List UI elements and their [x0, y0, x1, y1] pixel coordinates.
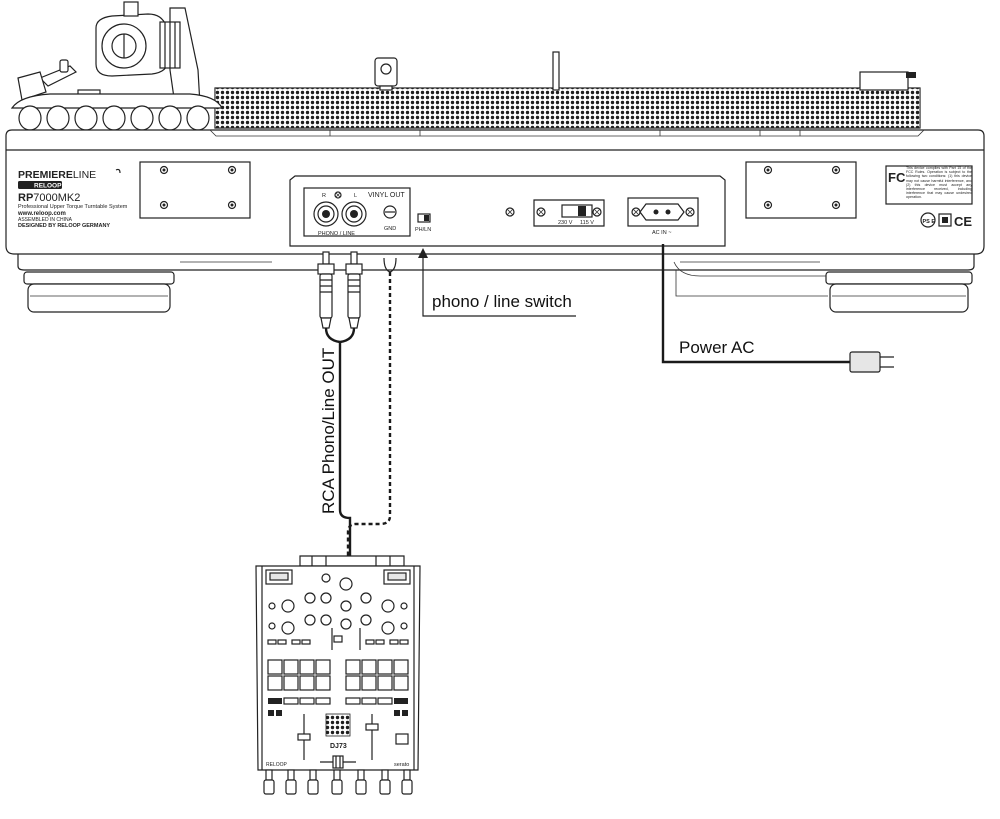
mode-buttons[interactable] — [268, 697, 408, 716]
class-ii-mark — [938, 213, 952, 227]
rear-io-panel: VINYL OUT R L GND PHONO / LINE — [289, 175, 726, 247]
callout-phono-line-switch: phono / line switch — [418, 248, 576, 317]
model-description: Professional Upper Torque Turntable Syst… — [18, 204, 128, 210]
platter-grille — [214, 87, 921, 129]
base-ring-bumps — [18, 105, 210, 131]
start-stop-block — [859, 71, 916, 91]
power-cable: Power AC — [661, 244, 894, 373]
channel-fader-left[interactable] — [297, 714, 311, 760]
power-plug-icon — [849, 351, 894, 373]
compliance-area: FC This device complies with Part 15 of … — [885, 165, 973, 229]
channel-l-label: L — [354, 193, 357, 199]
phono-line-switch[interactable] — [417, 213, 431, 223]
reloop-logo-text: RELOOP — [34, 183, 62, 190]
voltage-115-label: 115 V — [580, 220, 594, 226]
phono-line-switch-label: phono / line switch — [432, 292, 572, 311]
fcc-statement: This device complies with Part 15 of the… — [906, 166, 972, 200]
phono-line-label: PHONO / LINE — [318, 231, 355, 237]
mixer-grille — [325, 713, 351, 737]
mount-plate-left — [139, 161, 251, 219]
mixer: DJ73 RELOOP serato — [255, 555, 421, 795]
rca-jack-icon[interactable] — [341, 201, 367, 227]
rca-plug-right — [317, 251, 335, 329]
rca-plug-left — [345, 251, 363, 329]
rca-cable — [317, 251, 363, 560]
pse-mark: PS E — [920, 212, 936, 228]
target-light — [374, 57, 398, 91]
ph-ln-label: PH/LN — [415, 227, 431, 233]
turntable: PREMIERELINE RELOOP RP7000MK2 Profession… — [5, 1, 985, 313]
assembled-in: ASSEMBLED IN CHINA — [18, 217, 73, 223]
center-foot — [673, 261, 828, 297]
tonearm-assembly — [10, 1, 223, 131]
ground-terminal-icon[interactable] — [383, 205, 397, 219]
website: www.reloop.com — [17, 211, 66, 217]
ac-inlet[interactable] — [627, 197, 699, 227]
designed-by: DESIGNED BY RELOOP GERMANY — [18, 223, 110, 229]
mixer-knobs[interactable] — [268, 573, 408, 635]
fcc-box — [885, 165, 973, 205]
spindle — [552, 51, 560, 91]
svg-text:PS E: PS E — [923, 219, 936, 225]
vinyl-out-label: VINYL OUT — [368, 192, 405, 199]
gnd-label: GND — [384, 226, 396, 232]
reloop-logo — [18, 181, 62, 189]
mixer-small-buttons[interactable] — [267, 639, 409, 645]
mixer-front-jacks — [263, 769, 413, 795]
mixer-logo-badge — [395, 733, 409, 745]
rca-cable-label: RCA Phono/Line OUT — [319, 348, 338, 514]
channel-fader-right[interactable] — [365, 714, 379, 760]
crossfader[interactable] — [320, 755, 356, 769]
performance-pads[interactable] — [267, 659, 409, 691]
model-name: RP7000MK2 — [18, 192, 80, 204]
mount-plate-right — [745, 161, 857, 219]
foot-left — [23, 271, 175, 313]
foot-right — [825, 271, 973, 313]
rca-jack-icon[interactable] — [313, 201, 339, 227]
ce-mark: CE — [954, 214, 972, 229]
brand-block: PREMIERELINE RELOOP RP7000MK2 Profession… — [17, 168, 128, 229]
voltage-selector[interactable]: 230 V 115 V — [533, 199, 605, 227]
mixer-model: DJ73 — [330, 743, 347, 750]
mixer-brand-left: RELOOP — [266, 762, 288, 768]
channel-r-label: R — [322, 193, 326, 199]
panel-screw — [505, 207, 515, 217]
ground-cable — [346, 257, 397, 560]
ac-in-label: AC IN ~ — [652, 230, 671, 236]
power-ac-label: Power AC — [679, 338, 755, 357]
fcc-logo: FC — [888, 170, 906, 185]
voltage-230-label: 230 V — [558, 220, 573, 226]
mixer-brand-right: serato — [394, 762, 409, 768]
brand-premiereline: PREMIERELINE — [18, 169, 96, 181]
